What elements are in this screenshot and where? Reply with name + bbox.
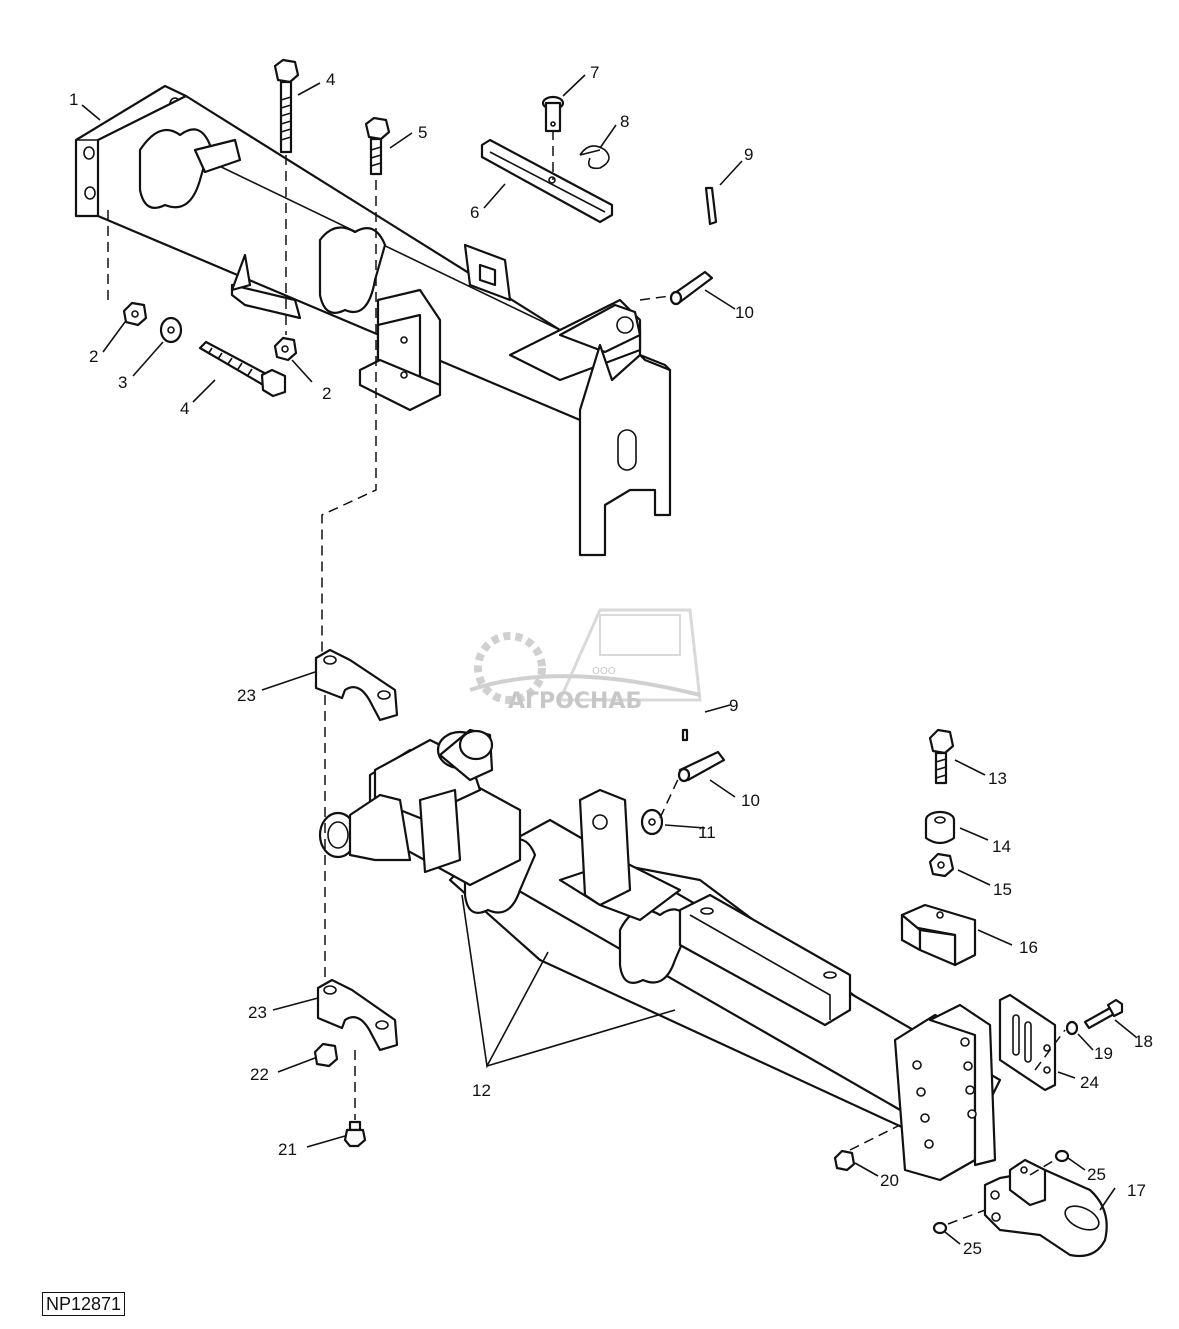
part-16-u-bracket [900,903,977,967]
part-22-nut [313,1042,339,1068]
part-25-washer-lower [932,1221,948,1235]
callout-25-lower: 25 [963,1239,982,1258]
callout-22: 22 [250,1065,269,1084]
callout-23-upper: 23 [237,686,256,705]
part-2-nut-center [273,336,298,362]
part-4-bolt-horizontal [198,340,287,398]
callout-12: 12 [472,1081,491,1100]
watermark-company-form: ООО [592,666,616,677]
part-18-bolt [1083,998,1124,1030]
alignment-lines [107,130,1066,1225]
leader-lines [81,74,1137,1245]
upper-mount-bracket [358,243,512,412]
callout-16: 16 [1019,938,1038,957]
part-25-washer-upper [1054,1149,1070,1163]
figure-id-label: NP12871 [42,1292,126,1316]
callout-10-upper: 10 [735,303,754,322]
part-10-pin [669,270,714,306]
callout-3: 3 [118,373,127,392]
callout-4-bolt-horizontal: 4 [180,399,189,418]
upper-frame-tube [96,94,642,422]
callout-9-upper: 9 [744,145,753,164]
callout-2-nut-left: 2 [89,347,98,366]
part-11-washer [640,808,664,836]
part-5-bolt-vertical [364,116,391,176]
part-21-grease-fitting [343,1120,367,1148]
callout-6: 6 [470,203,479,222]
part-3-washer [159,316,183,344]
callout-5: 5 [418,123,427,142]
callout-24: 24 [1080,1073,1099,1092]
lower-channel-bracket [678,893,852,1027]
part-15-nut [928,852,955,878]
callout-17: 17 [1127,1181,1146,1200]
part-14-spacer [924,810,956,845]
part-7-clevis-pin [541,95,565,133]
callout-13: 13 [988,769,1007,788]
part-20-nut [833,1149,856,1172]
part-23-clamp-upper [314,648,399,722]
callout-18: 18 [1134,1032,1153,1051]
callout-4-bolt-vertical: 4 [326,70,335,89]
callout-23-lower: 23 [248,1003,267,1022]
part-9-cotter-pin [704,186,718,226]
part-10-pin-lower [677,750,726,783]
part-13-bolt [928,728,955,785]
callout-20: 20 [880,1171,899,1190]
callout-21: 21 [278,1140,297,1159]
callout-11: 11 [698,823,716,842]
callout-2-nut-center: 2 [322,384,331,403]
part-23-clamp-lower [316,978,399,1052]
callout-25-upper: 25 [1087,1165,1106,1184]
part-8-hair-pin-clip [579,145,610,170]
watermark-brand-text: АГРОСНАБ [508,689,642,714]
part-6-latch-plate [480,138,614,224]
lower-hitch-post [893,1003,997,1182]
part-4-bolt-vertical [273,58,300,154]
lower-pivot-housing [318,728,522,887]
watermark-logo: ООО АГРОСНАБ [469,608,702,714]
callout-1: 1 [69,90,78,109]
part-2-nut-left [122,301,148,327]
callout-19: 19 [1094,1044,1113,1063]
upper-hitch-bracket [508,298,672,557]
part-19-washer [1065,1020,1079,1036]
part-9-cotter-pin-lower [681,728,689,742]
callout-9-lower: 9 [729,696,738,715]
callout-15: 15 [993,880,1012,899]
callout-labels: 1 2 3 4 4 2 5 6 7 8 9 10 23 9 10 11 13 1… [69,63,1153,1258]
callout-14: 14 [992,837,1011,856]
part-24-plate-bracket [998,993,1057,1092]
callout-7: 7 [590,63,599,82]
callout-8: 8 [620,112,629,131]
callout-10-lower: 10 [741,791,760,810]
lower-beam-lug [558,788,682,922]
